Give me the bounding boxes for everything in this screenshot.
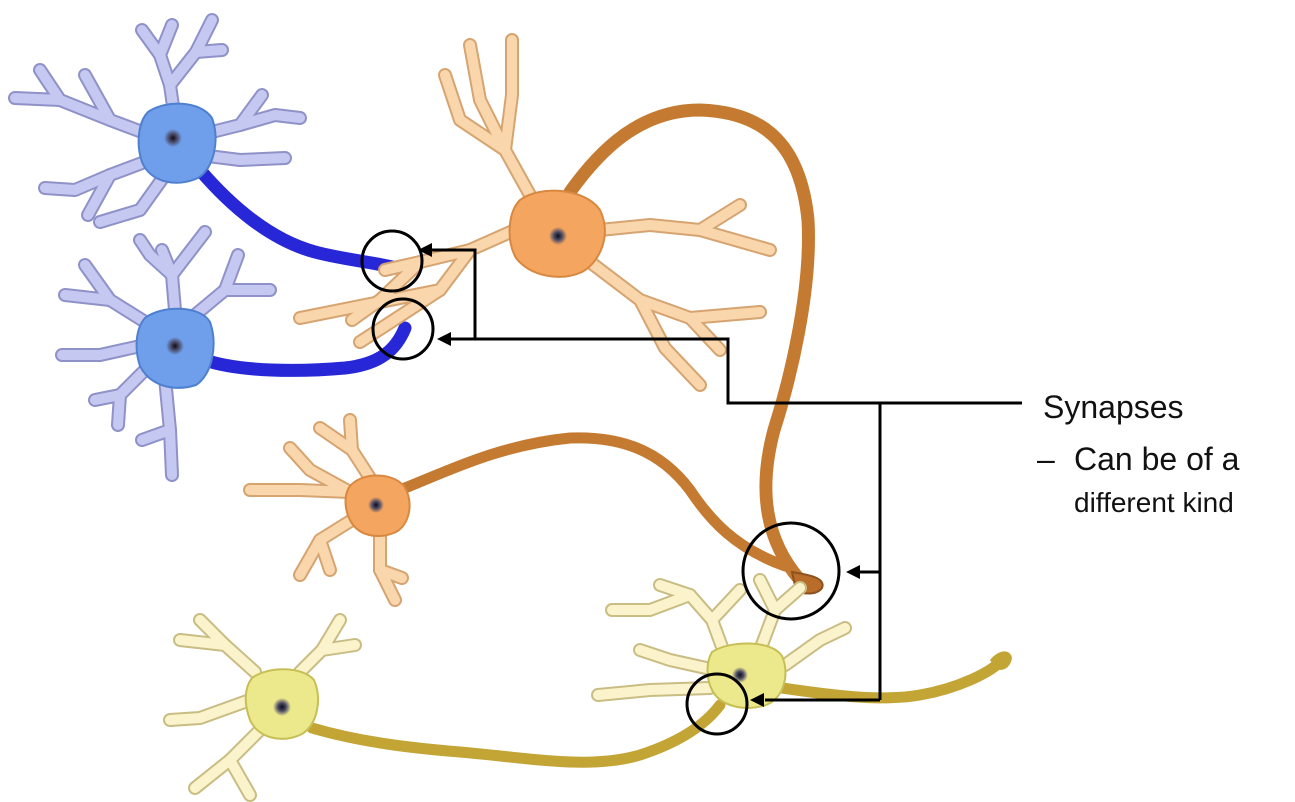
yellow-neuron-right <box>598 580 1012 708</box>
axon <box>570 110 808 580</box>
callout-main-line <box>428 250 1022 403</box>
axon <box>782 662 1000 698</box>
nucleus <box>164 129 182 147</box>
nucleus <box>273 698 291 716</box>
annotation-bullet-line2: different kind <box>1074 487 1234 518</box>
axon <box>312 705 720 762</box>
annotation-title: Synapses <box>1043 389 1184 425</box>
nucleus <box>368 497 384 513</box>
axon <box>405 438 785 566</box>
arrowhead-3 <box>846 565 860 579</box>
nucleus <box>549 227 567 245</box>
arrowhead-2 <box>437 332 451 346</box>
nucleus <box>166 337 184 355</box>
annotation: Synapses – Can be of a different kind <box>1037 389 1240 518</box>
annotation-bullet-marker: – <box>1037 441 1055 477</box>
annotation-bullet-line1: Can be of a <box>1074 441 1240 477</box>
orange-neuron-middle <box>250 420 785 600</box>
